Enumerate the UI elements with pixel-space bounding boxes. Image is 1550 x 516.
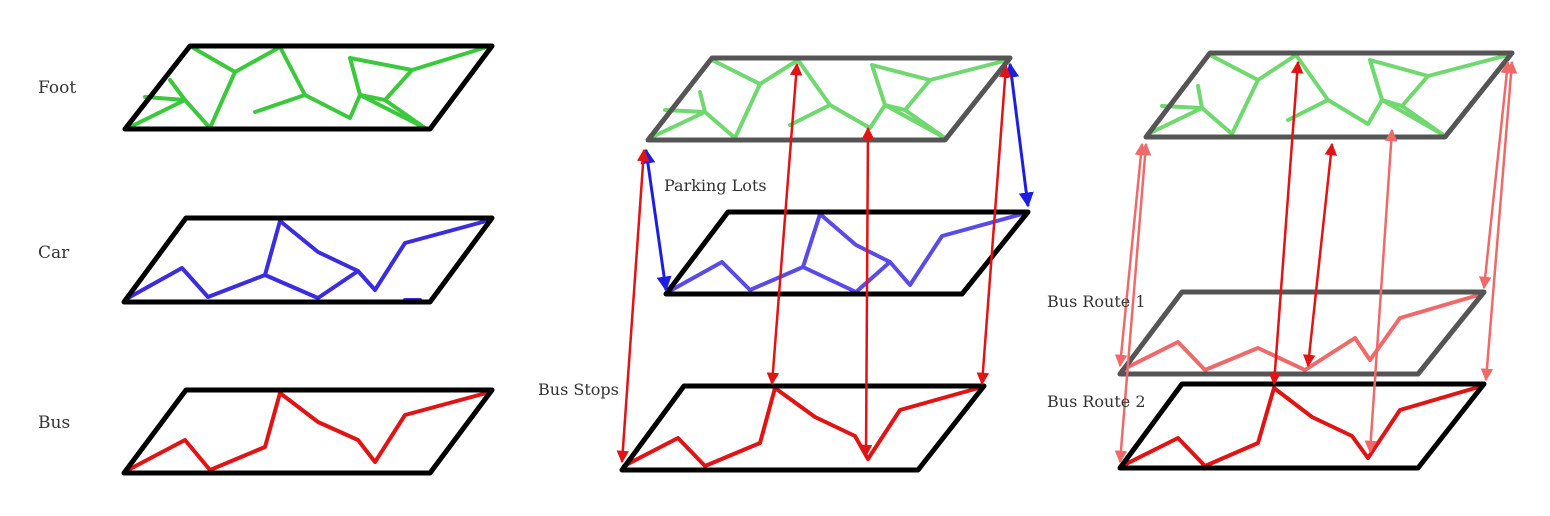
car-label: Car <box>38 243 70 263</box>
car-plane-2 <box>663 209 1031 297</box>
foot-plane-2 <box>645 55 1013 143</box>
bus-plane-2 <box>619 383 987 473</box>
transfer-link-4 <box>1302 142 1338 368</box>
parking-link-right <box>1004 62 1034 208</box>
bus-route-1-label: Bus Route 1 <box>1047 292 1146 311</box>
parking-link-left <box>640 148 672 292</box>
route-transfer-links <box>1114 60 1518 464</box>
bus-route-1-plane <box>1117 289 1487 377</box>
foot-layer-2 <box>645 55 1013 143</box>
transfer-link-2 <box>1114 142 1148 368</box>
bus-stops-label: Bus Stops <box>538 380 619 399</box>
panel-separate-layers <box>121 43 495 476</box>
bus-stop-link-4 <box>976 64 1012 386</box>
bus-network-2 <box>622 385 984 468</box>
foot-layer <box>122 43 495 132</box>
bus-plane <box>121 387 495 476</box>
bus-layer-2 <box>619 383 987 473</box>
car-network <box>126 218 492 302</box>
panel-bus-routes <box>1114 50 1518 471</box>
bus-route-2-layer <box>1117 381 1487 471</box>
car-plane <box>121 215 495 305</box>
bus-route-2-label: Bus Route 2 <box>1047 392 1146 411</box>
bus-label: Bus <box>38 413 71 433</box>
bus-route-1-layer <box>1117 289 1487 377</box>
car-layer-2 <box>663 209 1031 297</box>
bus-layer <box>121 387 495 476</box>
foot-plane <box>122 43 495 132</box>
car-layer <box>121 215 495 305</box>
foot-layer-3 <box>1143 50 1515 140</box>
bus-stop-link-2 <box>766 62 803 386</box>
bus-stop-link-3 <box>859 126 875 458</box>
transfer-link-5 <box>1364 128 1398 454</box>
panel-car-bus-multimodal <box>616 55 1034 473</box>
parking-lots-label: Parking Lots <box>664 176 767 195</box>
bus-stop-links <box>616 62 1012 464</box>
transfer-link-3 <box>1268 60 1304 386</box>
bus-route-2-plane <box>1117 381 1487 471</box>
foot-plane-3 <box>1143 50 1515 140</box>
transfer-link-7 <box>1480 60 1518 382</box>
foot-label: Foot <box>38 78 77 98</box>
bus-stop-link-1 <box>616 148 650 464</box>
bus-network <box>126 390 492 472</box>
